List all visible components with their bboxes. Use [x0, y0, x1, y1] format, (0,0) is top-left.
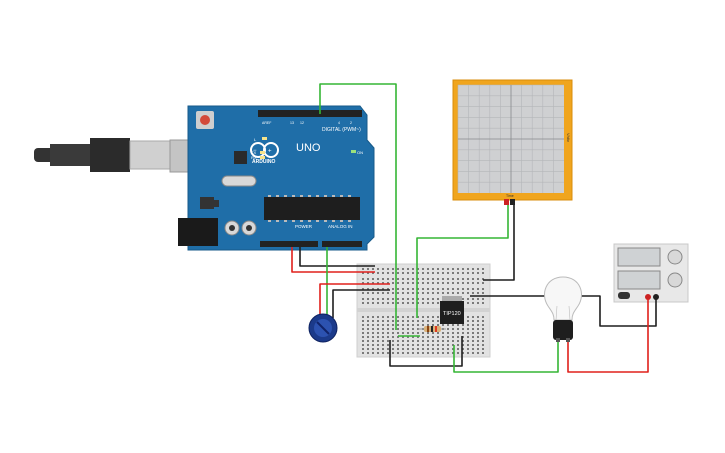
usb-chip — [234, 151, 247, 164]
svg-text:12: 12 — [300, 121, 304, 125]
arduino-model: UNO — [296, 142, 321, 154]
arduino-uno-board[interactable]: DIGITAL (PWM~) AREF 13 12 4 2 − + ARDUINO U… — [178, 105, 375, 251]
svg-text:13: 13 — [290, 121, 294, 125]
led-rx — [260, 156, 265, 159]
wires[interactable] — [291, 83, 657, 373]
digital-header[interactable] — [258, 110, 362, 117]
svg-text:4: 4 — [338, 121, 340, 125]
light-bulb[interactable] — [544, 276, 582, 342]
current-knob[interactable] — [667, 272, 683, 288]
analog-header-label: ANALOG IN — [328, 224, 353, 229]
led-on — [351, 150, 356, 153]
wire-red-5v[interactable] — [291, 247, 375, 273]
wire-black-scope[interactable] — [483, 205, 515, 281]
wire-red-bulb[interactable] — [567, 299, 649, 373]
scope-probe-negative[interactable] — [510, 199, 515, 205]
current-display — [617, 270, 661, 290]
voltage-knob[interactable] — [667, 249, 683, 265]
wire-green-bulb[interactable] — [453, 340, 559, 373]
resistor[interactable] — [418, 326, 446, 332]
led-label-tx: TX — [251, 150, 256, 155]
wire-black-pot[interactable] — [332, 289, 390, 318]
on-label: ON — [357, 150, 363, 155]
oscilloscope-vdiv-label: V/div — [566, 133, 571, 142]
led-label-l: L — [254, 137, 257, 142]
arduino-logo: − + — [250, 142, 279, 158]
digital-pin-labels: AREF 13 12 4 2 — [262, 121, 352, 125]
atmega-chip — [264, 197, 360, 220]
voltage-display — [617, 247, 661, 267]
power-header[interactable] — [260, 241, 318, 247]
transistor-label: TIP120 — [443, 311, 461, 317]
digital-header-label: DIGITAL (PWM~) — [322, 127, 361, 133]
wire-black-gnd[interactable] — [299, 247, 375, 267]
psu-negative-terminal[interactable] — [653, 294, 659, 300]
svg-text:AREF: AREF — [262, 121, 271, 125]
scope-probe-positive[interactable] — [504, 199, 509, 205]
wire-green-scope[interactable] — [416, 205, 509, 318]
power-header-label: POWER — [295, 224, 313, 229]
power-switch[interactable] — [618, 292, 630, 299]
analog-header[interactable] — [322, 241, 362, 247]
breadboard[interactable] — [356, 263, 491, 358]
led-tx — [260, 151, 265, 154]
wire-red-pot[interactable] — [319, 283, 390, 326]
led-l — [262, 137, 267, 140]
potentiometer[interactable] — [308, 313, 338, 343]
svg-text:+: + — [268, 149, 272, 155]
oscilloscope[interactable]: V/div Time — [452, 79, 573, 205]
wire-black-bottom[interactable] — [389, 336, 463, 367]
power-jack[interactable] — [178, 218, 218, 246]
tip120-transistor[interactable]: TIP120 — [440, 296, 464, 324]
usb-cable[interactable] — [34, 138, 215, 173]
psu-positive-terminal[interactable] — [645, 294, 651, 300]
crystal — [221, 175, 257, 187]
voltage-regulator — [200, 197, 214, 209]
svg-text:−: − — [253, 148, 257, 154]
wire-green-pwm[interactable] — [319, 83, 397, 330]
led-label-rx: RX — [251, 155, 257, 160]
arduino-brand: ARDUINO — [252, 159, 275, 165]
svg-text:2: 2 — [350, 121, 352, 125]
oscilloscope-time-label: Time — [506, 194, 514, 198]
power-supply[interactable] — [613, 243, 689, 303]
